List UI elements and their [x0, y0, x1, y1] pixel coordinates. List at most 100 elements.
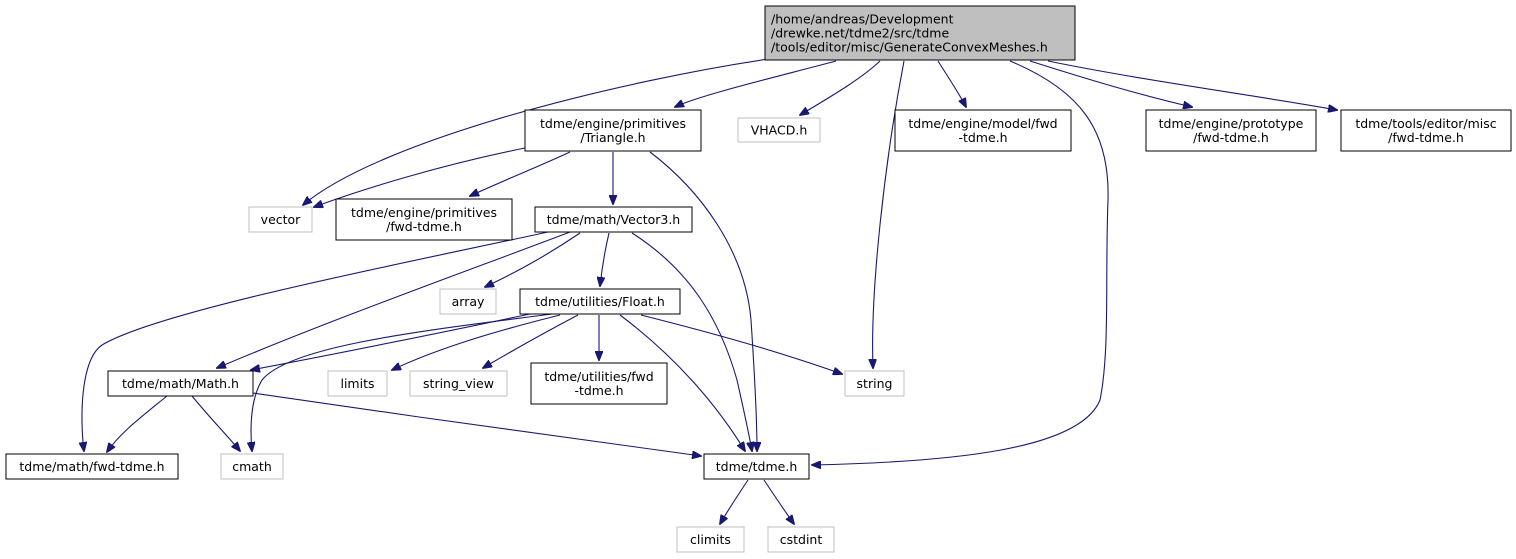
node-label-line: climits: [690, 532, 731, 547]
node-label-line: cmath: [232, 459, 272, 474]
edge-vector3-to-math: [217, 231, 571, 368]
edge-root-to-vector: [303, 56, 783, 205]
node-label-line: -tdme.h: [958, 130, 1007, 145]
node-box: [327, 370, 388, 397]
node-label-line: array: [452, 294, 485, 309]
node-label-line: /home/andreas/Development: [771, 12, 954, 27]
node-box: [107, 370, 254, 397]
node-label-line: tdme/tdme.h: [716, 459, 798, 474]
node-label-line: vector: [261, 212, 302, 227]
node-label-line: string_view: [423, 376, 494, 391]
edge-root-to-prototype_fwd: [1029, 60, 1192, 107]
node-label-line: /fwd-tdme.h: [1388, 130, 1464, 145]
edge-root-to-triangle: [675, 60, 837, 107]
node-utilities-fwd[interactable]: tdme/utilities/fwd-tdme.h: [530, 362, 668, 405]
node-misc-fwd[interactable]: tdme/tools/editor/misc/fwd-tdme.h: [1340, 109, 1512, 152]
nodes-layer: /home/andreas/Development/drewke.net/tdm…: [5, 5, 1512, 553]
node-cstdint: cstdint: [767, 526, 835, 553]
node-label-line: /fwd-tdme.h: [386, 219, 462, 234]
node-label-line: tdme/tools/editor/misc: [1355, 116, 1496, 131]
node-box: [220, 453, 284, 480]
edge-root-to-string: [873, 60, 905, 368]
node-label-line: -tdme.h: [574, 383, 623, 398]
node-label-line: /drewke.net/tdme2/src/tdme: [771, 26, 949, 41]
node-string: string: [844, 370, 905, 397]
edges-layer: [82, 56, 1337, 524]
node-box: [530, 362, 668, 405]
edge-vector3-to-math_fwd: [82, 231, 549, 451]
node-vector: vector: [248, 206, 313, 233]
node-vector3[interactable]: tdme/math/Vector3.h: [534, 206, 693, 233]
edge-triangle-to-tdme: [649, 151, 757, 451]
node-label-line: tdme/engine/model/fwd: [908, 116, 1057, 131]
node-label-line: tdme/engine/primitives: [351, 205, 497, 220]
edge-float-to-tdme: [619, 314, 745, 451]
node-math-fwd[interactable]: tdme/math/fwd-tdme.h: [5, 453, 179, 480]
node-box: [519, 288, 681, 315]
node-label-line: string: [857, 376, 893, 391]
node-limits: limits: [327, 370, 388, 397]
node-math[interactable]: tdme/math/Math.h: [107, 370, 254, 397]
node-string-view: string_view: [409, 370, 508, 397]
node-box: [1145, 109, 1317, 152]
node-box: [894, 109, 1072, 152]
node-label-line: limits: [340, 376, 374, 391]
node-climits: climits: [676, 526, 745, 553]
node-label-line: tdme/utilities/fwd: [544, 369, 653, 384]
edge-vector3-to-float: [600, 232, 610, 286]
node-box: [524, 109, 702, 152]
node-label-line: tdme/math/fwd-tdme.h: [19, 459, 164, 474]
node-vhacd: VHACD.h: [737, 117, 821, 143]
edge-root-to-tdme: [812, 60, 1109, 465]
node-prototype-fwd[interactable]: tdme/engine/prototype/fwd-tdme.h: [1145, 109, 1317, 152]
node-box: [737, 117, 821, 143]
edge-root-to-misc_fwd: [1047, 60, 1337, 110]
node-box: [767, 526, 835, 553]
node-box: [534, 206, 693, 233]
node-box: [844, 370, 905, 397]
node-label-line: tdme/math/Vector3.h: [547, 212, 680, 227]
node-triangle[interactable]: tdme/engine/primitives/Triangle.h: [524, 109, 702, 152]
edge-float-to-string: [640, 314, 842, 374]
edge-math-to-math_fwd: [107, 395, 168, 452]
node-box: [409, 370, 508, 397]
node-model-fwd[interactable]: tdme/engine/model/fwd-tdme.h: [894, 109, 1072, 152]
edge-float-to-string_view: [483, 314, 579, 368]
node-label-line: tdme/utilities/Float.h: [535, 294, 665, 309]
edge-tdme-to-cstdint: [763, 479, 794, 524]
edge-triangle-to-vector: [314, 147, 526, 207]
edge-tdme-to-climits: [720, 479, 749, 524]
node-root[interactable]: /home/andreas/Development/drewke.net/tdm…: [764, 5, 1076, 61]
edge-root-to-model_fwd: [937, 60, 966, 107]
node-box: [764, 5, 1076, 61]
edge-triangle-to-primitives_fwd: [470, 151, 571, 196]
node-label-line: /Triangle.h: [580, 130, 645, 145]
edge-float-to-limits: [392, 314, 561, 370]
edge-float-to-cmath: [251, 313, 553, 451]
node-box: [676, 526, 745, 553]
edge-vector3-to-array: [485, 232, 581, 287]
node-primitives-fwd[interactable]: tdme/engine/primitives/fwd-tdme.h: [335, 198, 513, 241]
node-box: [439, 288, 497, 315]
node-array: array: [439, 288, 497, 315]
node-label-line: cstdint: [780, 532, 823, 547]
node-label-line: tdme/engine/primitives: [540, 116, 686, 131]
edge-math-to-tdme: [252, 392, 701, 456]
node-cmath: cmath: [220, 453, 284, 480]
node-box: [703, 453, 810, 480]
edge-root-to-vhacd: [800, 60, 881, 115]
edge-vector3-to-tdme: [631, 232, 752, 451]
node-label-line: tdme/math/Math.h: [122, 376, 239, 391]
node-box: [335, 198, 513, 241]
node-box: [248, 206, 313, 233]
node-label-line: /tools/editor/misc/GenerateConvexMeshes.…: [771, 40, 1048, 55]
node-label-line: VHACD.h: [751, 123, 808, 138]
node-label-line: /fwd-tdme.h: [1193, 130, 1269, 145]
node-float[interactable]: tdme/utilities/Float.h: [519, 288, 681, 315]
node-box: [1340, 109, 1512, 152]
node-box: [5, 453, 179, 480]
edge-math-to-cmath: [191, 395, 240, 451]
node-tdme[interactable]: tdme/tdme.h: [703, 453, 810, 480]
node-label-line: tdme/engine/prototype: [1159, 116, 1304, 131]
